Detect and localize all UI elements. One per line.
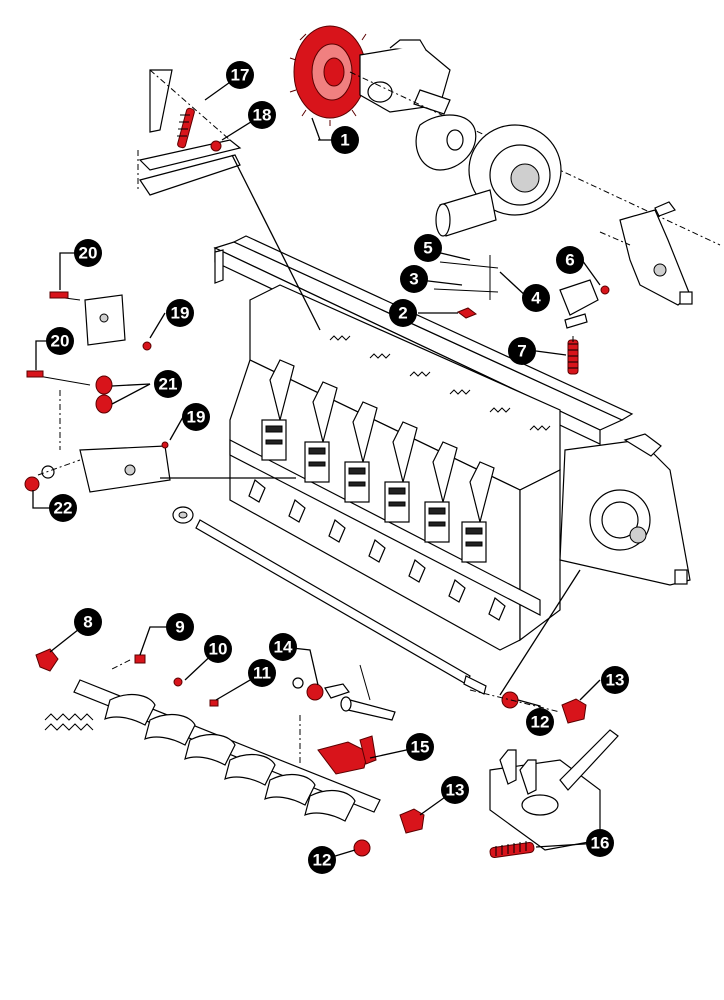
callout-22: 22	[49, 494, 77, 522]
callout-15: 15	[406, 733, 434, 761]
rollers-21	[95, 375, 113, 414]
callout-8: 8	[74, 608, 102, 636]
callout-21: 21	[154, 370, 182, 398]
spring-7	[567, 336, 579, 375]
callout-label: 6	[565, 251, 574, 270]
callout-label: 20	[79, 244, 98, 263]
callout-19-lower: 19	[182, 403, 210, 431]
right-drive-end	[559, 433, 691, 586]
callout-9: 9	[166, 613, 194, 641]
callout-16: 16	[586, 829, 614, 857]
callout-label: 12	[531, 713, 550, 732]
callout-label: 5	[423, 239, 432, 258]
callout-18: 18	[248, 101, 276, 129]
callout-10: 10	[204, 635, 232, 663]
callout-label: 11	[253, 664, 271, 683]
callout-label: 16	[591, 834, 610, 853]
callout-label: 18	[253, 106, 272, 125]
callout-label: 20	[51, 332, 70, 351]
knotter-units	[261, 359, 495, 563]
callout-1: 1	[331, 126, 359, 154]
callout-label: 8	[83, 613, 92, 632]
main-frame-assembly	[213, 235, 691, 651]
callout-label: 22	[54, 499, 73, 518]
bushings-12-13	[353, 689, 587, 857]
callout-3: 3	[400, 265, 428, 293]
callout-label: 7	[517, 342, 526, 361]
callout-11: 11	[248, 659, 276, 687]
callout-12-upper: 12	[526, 708, 554, 736]
callout-label: 21	[159, 375, 178, 394]
callout-label: 13	[606, 671, 625, 690]
callout-13-lower: 13	[441, 776, 469, 804]
clutch-hub	[415, 114, 562, 237]
callout-label: 15	[411, 738, 430, 757]
callout-19-upper: 19	[166, 299, 194, 327]
callout-2: 2	[389, 299, 417, 327]
callout-label: 3	[409, 270, 418, 289]
bracket-17-18	[137, 69, 242, 196]
callout-12-lower: 12	[308, 846, 336, 874]
callout-17: 17	[226, 61, 254, 89]
callout-14: 14	[269, 633, 297, 661]
callout-4: 4	[522, 284, 550, 312]
callout-label: 19	[187, 408, 206, 427]
left-bracket-assembly	[24, 291, 171, 493]
callout-label: 13	[446, 781, 465, 800]
callout-label: 19	[171, 304, 190, 323]
callout-7: 7	[508, 337, 536, 365]
callout-label: 2	[398, 304, 407, 323]
rail-springs	[329, 335, 551, 431]
callout-label: 12	[313, 851, 332, 870]
callout-6: 6	[556, 246, 584, 274]
lower-arm-shaft	[35, 648, 381, 822]
gear-assembly-1	[289, 25, 721, 246]
callout-5: 5	[414, 234, 442, 262]
callout-label: 14	[274, 638, 293, 657]
callout-label: 10	[209, 640, 228, 659]
lever-assembly-6	[559, 201, 693, 329]
callout-label: 4	[531, 289, 541, 308]
finger-row	[248, 479, 506, 621]
knotter-shaft	[172, 506, 487, 695]
callout-label: 17	[231, 66, 250, 85]
callout-20-lower: 20	[46, 327, 74, 355]
callout-label: 1	[340, 131, 349, 150]
small-parts-2-5	[433, 255, 499, 319]
callout-label: 9	[175, 618, 184, 637]
trip-arm-14-15	[292, 664, 396, 775]
callout-20-upper: 20	[74, 239, 102, 267]
callout-13-upper: 13	[601, 666, 629, 694]
